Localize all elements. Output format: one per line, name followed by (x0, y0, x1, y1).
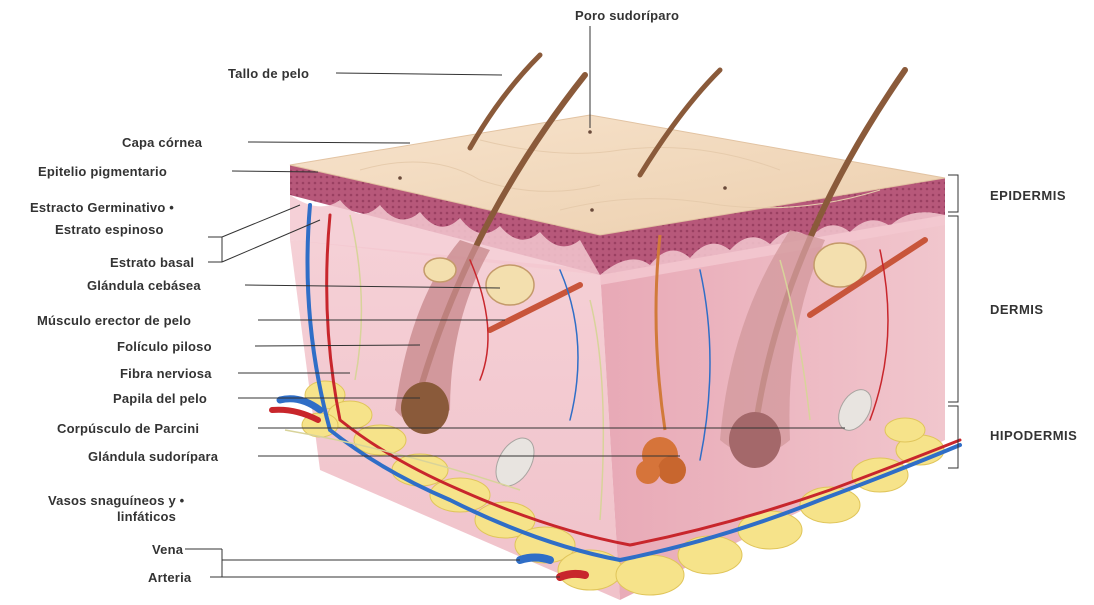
label-glandula-sudoripara: Glándula sudorípara (88, 449, 218, 464)
label-epitelio-pigmentario: Epitelio pigmentario (38, 164, 167, 179)
label-corpusculo-parcini: Corpúsculo de Parcini (57, 421, 199, 436)
label-vena: Vena (152, 542, 183, 557)
label-arteria: Arteria (148, 570, 191, 585)
label-papila-del-pelo: Papila del pelo (113, 391, 207, 406)
label-glandula-cebasea: Glándula cebásea (87, 278, 201, 293)
label-estrato-basal: Estrato basal (110, 255, 194, 270)
label-capa-cornea: Capa córnea (122, 135, 202, 150)
label-tallo-de-pelo: Tallo de pelo (228, 66, 309, 81)
layer-dermis: DERMIS (990, 302, 1044, 317)
label-linfaticos: linfáticos (117, 509, 176, 524)
layer-epidermis: EPIDERMIS (990, 188, 1066, 203)
label-estrato-espinoso: Estrato espinoso (55, 222, 164, 237)
label-vasos-sanguineos: Vasos snaguíneos y • (48, 493, 184, 508)
label-poro-sudoriparo: Poro sudoríparo (575, 8, 679, 23)
label-fibra-nerviosa: Fibra nerviosa (120, 366, 212, 381)
label-musculo-erector: Músculo erector de pelo (37, 313, 191, 328)
label-foliculo-piloso: Folículo piloso (117, 339, 212, 354)
layer-brackets (948, 175, 958, 468)
label-estracto-germinativo: Estracto Germinativo • (30, 200, 174, 215)
layer-hipodermis: HIPODERMIS (990, 428, 1077, 443)
